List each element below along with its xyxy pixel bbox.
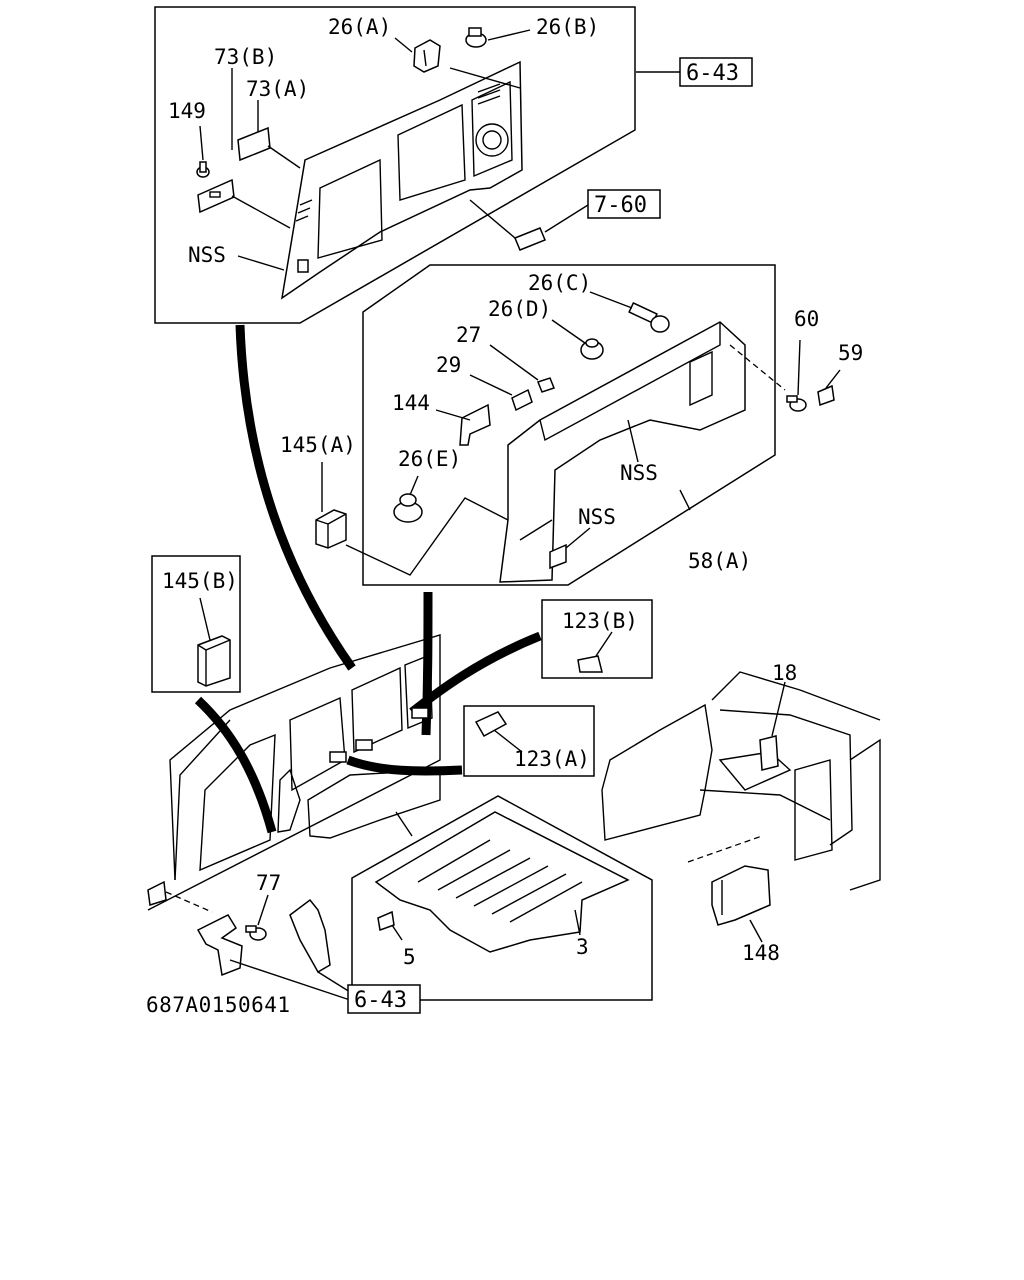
label-123b-group (541, 599, 653, 679)
callout-145a: 145(A) (280, 433, 356, 457)
cover-7-60 (514, 227, 546, 251)
screw-60 (786, 395, 807, 412)
vehicle-rear-view (601, 671, 881, 943)
upper-trim-panel-group (154, 6, 680, 324)
ref-6-43-bottom: 6-43 (354, 988, 407, 1013)
diagram-code: 687A0150641 (146, 993, 291, 1017)
callout-26d: 26(D) (488, 297, 551, 321)
callout-144: 144 (392, 391, 430, 415)
clip-26a (413, 39, 441, 73)
clip-27 (537, 377, 555, 393)
callout-5: 5 (403, 945, 416, 969)
lead-curves (194, 324, 542, 834)
floor-mat-group (351, 795, 653, 1001)
bracket-144 (459, 403, 491, 446)
ref-box-6-43-bottom (347, 984, 421, 1014)
clip-59 (817, 384, 835, 407)
rear-side-trim-group (315, 264, 841, 586)
callout-3: 3 (576, 935, 589, 959)
clip-26e (393, 493, 423, 523)
speaker-grille (475, 123, 509, 157)
ref-7-60: 7-60 (594, 193, 647, 218)
pad-145a (315, 509, 347, 549)
screw-149 (196, 161, 210, 178)
label-123a (474, 711, 508, 738)
callout-123a: 123(A) (514, 747, 590, 771)
callout-nss-upper: NSS (188, 243, 226, 267)
pad-145b-group (151, 555, 241, 693)
callout-26c: 26(C) (528, 271, 591, 295)
callout-149: 149 (168, 99, 206, 123)
bolt-77 (245, 925, 267, 941)
floor-mat-3 (374, 811, 630, 953)
callout-26b: 26(B) (536, 15, 599, 39)
reference-boxes: 6-43 7-60 6-43 (347, 57, 753, 1014)
bolt-26c (628, 301, 670, 333)
callout-73b: 73(B) (214, 45, 277, 69)
label-123a-group (463, 705, 595, 777)
callout-29: 29 (436, 353, 461, 377)
cover-18 (759, 735, 779, 771)
callout-18: 18 (772, 661, 797, 685)
callout-145b: 145(B) (162, 569, 238, 593)
ref-box-7-60 (587, 189, 661, 219)
clip-nss-lower (549, 543, 567, 570)
callout-77: 77 (256, 871, 281, 895)
bracket-lower (196, 914, 243, 977)
trim-148 (711, 865, 771, 926)
callout-60: 60 (794, 307, 819, 331)
vehicle-body-interior (147, 634, 441, 913)
clip-5 (377, 910, 395, 932)
callout-labels: 26(A) 26(B) 73(B) 73(A) 149 NSS 26(C) 26… (162, 15, 863, 969)
pad-145b (197, 635, 231, 687)
callout-nss-low: NSS (578, 505, 616, 529)
callout-26e: 26(E) (398, 447, 461, 471)
callout-nss-mid: NSS (620, 461, 658, 485)
ref-6-43-top: 6-43 (686, 61, 739, 86)
ref-box-6-43-top (679, 57, 753, 87)
callout-26a: 26(A) (328, 15, 391, 39)
callout-27: 27 (456, 323, 481, 347)
callout-123b: 123(B) (562, 609, 638, 633)
trim-piece-lower (289, 898, 331, 974)
clip-26b (465, 27, 487, 48)
label-123b (577, 655, 603, 673)
callout-59: 59 (838, 341, 863, 365)
callout-148: 148 (742, 941, 780, 965)
callout-73a: 73(A) (246, 77, 309, 101)
clip-29 (511, 388, 533, 412)
clip-26d (580, 338, 604, 360)
callout-58a: 58(A) (688, 549, 751, 573)
bracket-77-group (196, 894, 351, 1001)
